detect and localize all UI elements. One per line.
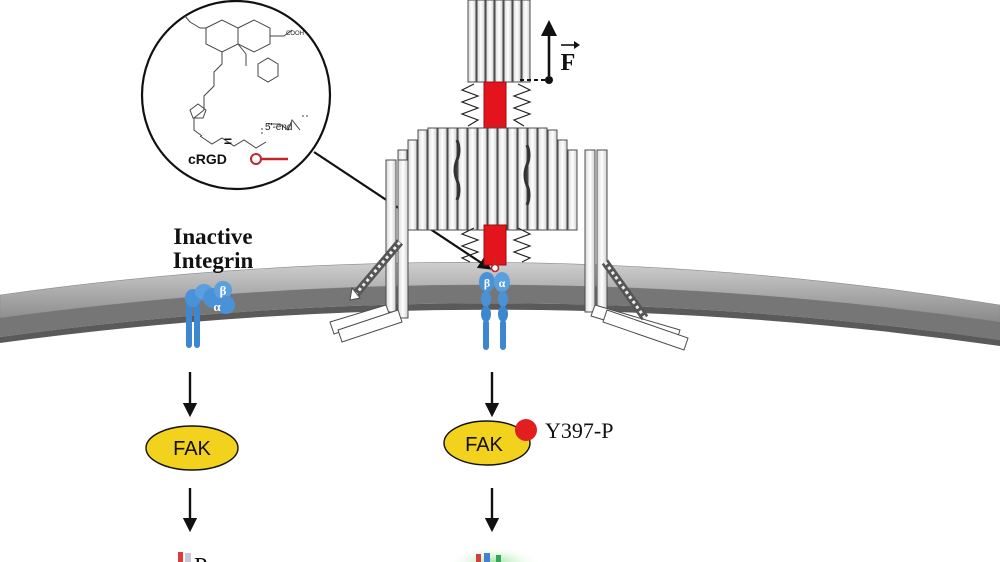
- inactive-alpha-label: α: [213, 299, 221, 314]
- active-beta-label: β: [484, 276, 490, 290]
- middle-helix-bundle: [397, 127, 578, 231]
- crgd-ligand-icon: [250, 153, 288, 165]
- phospho-site-label: Y397-P: [545, 418, 613, 443]
- force-arrow-icon: [520, 20, 580, 84]
- spring-icon: [460, 83, 480, 127]
- origami-legs: [329, 149, 689, 351]
- inactive-integrin-icon: [185, 281, 235, 348]
- fak-left-ellipse: [145, 425, 239, 471]
- partial-bottom-left-glyph: [178, 552, 191, 562]
- fak-right-ellipse: [443, 420, 531, 466]
- spring-icon: [512, 227, 532, 263]
- partial-bottom-right-glyph: [446, 546, 542, 562]
- active-integrin-icon: [479, 258, 510, 350]
- inactive-beta-label: β: [220, 283, 227, 298]
- inactive-integrin-label-line1: Inactive: [173, 224, 252, 249]
- fak-right-label: FAK: [465, 434, 503, 456]
- crgd-equals-label: =: [224, 133, 232, 149]
- dna-origami-structure: [329, 0, 689, 351]
- cell-membrane: [0, 262, 1000, 346]
- cooh-label: COOH: [286, 31, 304, 37]
- top-helix-bundle: [467, 0, 531, 83]
- five-prime-end-label: 5'-end: [265, 122, 293, 133]
- crgd-inset: COOH 5'-end = cRGD: [140, 0, 332, 191]
- partial-bottom-left-label: P: [194, 554, 207, 562]
- force-label: F: [561, 50, 576, 76]
- active-alpha-label: α: [499, 276, 506, 290]
- inactive-integrin-label-line2: Integrin: [173, 248, 254, 273]
- spring-icon: [460, 227, 480, 263]
- crgd-label: cRGD: [188, 151, 227, 167]
- fak-left-label: FAK: [173, 438, 211, 460]
- spring-icon: [512, 83, 532, 127]
- phospho-dot: [515, 419, 537, 441]
